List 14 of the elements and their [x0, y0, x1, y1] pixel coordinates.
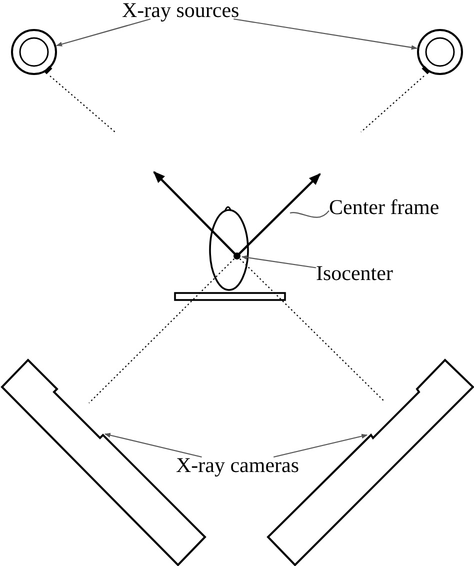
leader-arrow — [56, 18, 151, 46]
leader-arrow — [273, 434, 368, 458]
leader-line — [290, 210, 330, 218]
x-ray-source-icon — [417, 29, 463, 75]
x-ray-source-icon — [11, 29, 57, 75]
callout-label: X-ray cameras — [176, 455, 300, 476]
callout-label: Center frame — [329, 197, 440, 218]
isocenter-dot — [234, 252, 240, 260]
leader-arrow — [104, 432, 202, 458]
leader-arrow — [241, 255, 316, 268]
callout-label: Isocenter — [316, 263, 393, 284]
leader-arrow — [234, 18, 418, 50]
coordinate-axes — [153, 171, 321, 257]
callout-label: X-ray sources — [122, 0, 240, 21]
